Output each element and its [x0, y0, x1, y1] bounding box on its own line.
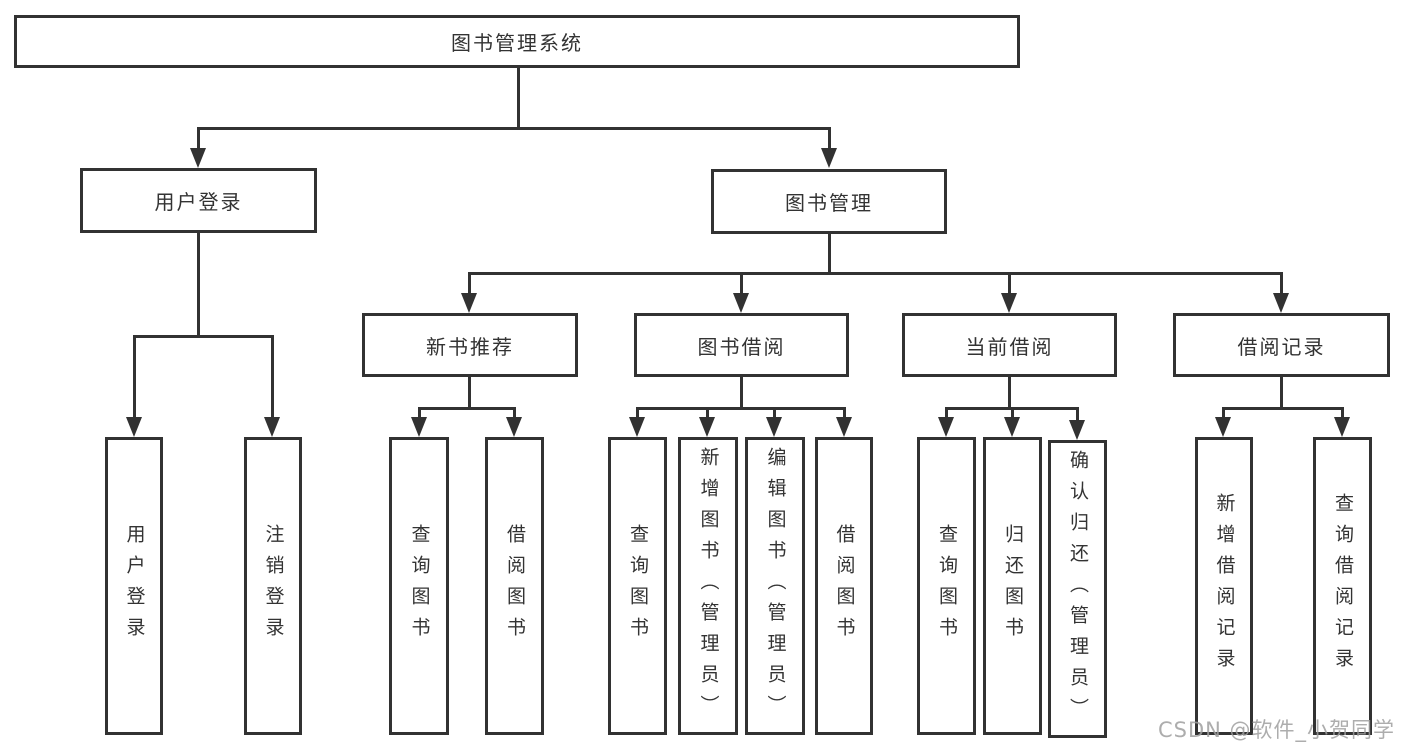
arrow-down-icon: [821, 148, 837, 168]
connector-line: [945, 407, 948, 420]
node-root: 图书管理系统: [14, 15, 1020, 68]
connector-line: [418, 407, 421, 420]
arrow-down-icon: [1069, 420, 1085, 440]
arrow-down-icon: [836, 417, 852, 437]
connector-line: [197, 127, 831, 130]
connector-line: [773, 407, 776, 420]
connector-line: [468, 272, 471, 295]
connector-line: [740, 272, 743, 295]
connector-line: [517, 68, 520, 127]
arrow-down-icon: [264, 417, 280, 437]
arrow-down-icon: [190, 148, 206, 168]
connector-line: [418, 407, 516, 410]
node-book-borrow: 图书借阅: [634, 313, 849, 377]
connector-line: [468, 377, 471, 407]
connector-line: [1222, 407, 1343, 410]
node-borrow-records: 借阅记录: [1173, 313, 1390, 377]
leaf-borrow-query-books: 查询图书: [608, 437, 667, 735]
connector-line: [1008, 272, 1011, 295]
node-user-login: 用户登录: [80, 168, 317, 233]
arrow-down-icon: [126, 417, 142, 437]
leaf-borrow-borrow-books: 借阅图书: [815, 437, 873, 735]
leaf-user-login: 用户登录: [105, 437, 163, 735]
connector-line: [513, 407, 516, 420]
arrow-down-icon: [461, 293, 477, 313]
leaf-recommend-borrow-books: 借阅图书: [485, 437, 544, 735]
leaf-current-return-book: 归还图书: [983, 437, 1042, 735]
connector-line: [133, 335, 274, 338]
connector-line: [636, 407, 846, 410]
arrow-down-icon: [766, 417, 782, 437]
leaf-current-confirm-return-admin: 确认归还（管理员）: [1048, 440, 1107, 738]
leaf-logout: 注销登录: [244, 437, 302, 735]
node-book-management: 图书管理: [711, 169, 947, 234]
leaf-recommend-query-books: 查询图书: [389, 437, 449, 735]
connector-line: [133, 335, 136, 419]
arrow-down-icon: [1001, 293, 1017, 313]
connector-line: [740, 377, 743, 407]
node-current-borrow: 当前借阅: [902, 313, 1117, 377]
watermark: CSDN @软件_小贺同学: [1158, 718, 1396, 742]
connector-line: [197, 127, 200, 152]
arrow-down-icon: [629, 417, 645, 437]
connector-line: [636, 407, 639, 420]
arrow-down-icon: [1334, 417, 1350, 437]
connector-line: [1341, 407, 1344, 420]
arrow-down-icon: [1273, 293, 1289, 313]
arrow-down-icon: [1215, 417, 1231, 437]
connector-line: [1280, 272, 1283, 295]
arrow-down-icon: [411, 417, 427, 437]
connector-line: [828, 127, 831, 152]
connector-line: [468, 272, 1282, 275]
connector-line: [1076, 407, 1079, 423]
node-new-book-recommend: 新书推荐: [362, 313, 578, 377]
connector-line: [1280, 377, 1283, 407]
connector-line: [1011, 407, 1014, 420]
leaf-records-add-record: 新增借阅记录: [1195, 437, 1253, 735]
connector-line: [1222, 407, 1225, 420]
arrow-down-icon: [506, 417, 522, 437]
connector-line: [271, 335, 274, 419]
arrow-down-icon: [733, 293, 749, 313]
connector-line: [1008, 377, 1011, 407]
connector-line: [843, 407, 846, 420]
arrow-down-icon: [938, 417, 954, 437]
connector-line: [828, 234, 831, 272]
connector-line: [706, 407, 709, 420]
leaf-borrow-add-book-admin: 新增图书（管理员）: [678, 437, 738, 735]
connector-line: [197, 233, 200, 335]
leaf-borrow-edit-book-admin: 编辑图书（管理员）: [745, 437, 805, 735]
leaf-records-query-record: 查询借阅记录: [1313, 437, 1372, 735]
leaf-current-query-books: 查询图书: [917, 437, 976, 735]
arrow-down-icon: [699, 417, 715, 437]
arrow-down-icon: [1004, 417, 1020, 437]
